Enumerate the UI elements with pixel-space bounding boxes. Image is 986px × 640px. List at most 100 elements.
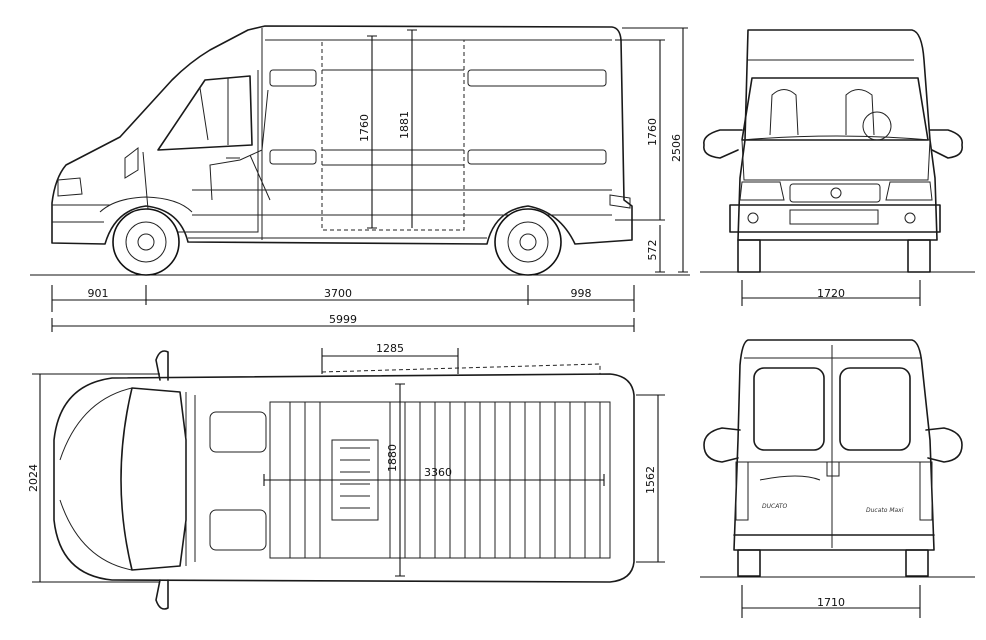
rear-badge-left: DUCATO	[762, 503, 788, 510]
label-wheelbase: 3700	[324, 287, 352, 300]
side-cab-door	[142, 70, 259, 233]
side-door-track	[322, 69, 464, 166]
side-dimensions: 1760 1881 1760 2506 572 901 3700 998 599…	[51, 27, 688, 332]
rear-lamp-left	[735, 461, 749, 521]
label-ground-to-floor: 572	[646, 240, 659, 261]
side-panel-lower-2	[467, 149, 607, 165]
side-seat	[209, 89, 271, 201]
dim-line-overall-length	[51, 318, 635, 332]
dim-line-cargo-width	[395, 383, 405, 577]
top-mirror-top	[155, 350, 169, 381]
side-rub-strip	[192, 189, 612, 216]
side-view	[30, 25, 690, 276]
rear-tyre-right	[905, 549, 929, 577]
top-view: 1285 3360 1880 1562 2024	[27, 342, 665, 610]
top-cab-roof	[185, 392, 196, 566]
dim-line-side-door-width	[321, 348, 459, 374]
top-bonnet-line	[59, 387, 133, 571]
rear-tyre-left	[737, 549, 761, 577]
dim-line-rear-track	[741, 585, 921, 618]
top-floor-panel-slots	[340, 447, 370, 509]
dim-line-wheel-arches	[636, 394, 665, 563]
front-tyre-left	[737, 239, 761, 273]
side-fender	[99, 196, 193, 213]
label-cargo-height: 1760	[646, 118, 659, 146]
rear-mirror-left	[703, 427, 741, 463]
dim-line-overall-height	[622, 27, 688, 273]
rear-view: DUCATO Ducato Maxi 1710	[700, 339, 975, 618]
side-headlight	[57, 177, 83, 197]
front-bumper	[729, 204, 941, 233]
label-interior-height-max: 1881	[398, 111, 411, 139]
top-seat-driver	[209, 411, 267, 453]
front-logo	[830, 187, 842, 199]
dim-line-interior-max	[407, 29, 417, 228]
top-seat-passenger	[209, 509, 267, 551]
front-view: 1720	[700, 29, 975, 306]
side-front-wheel	[112, 208, 180, 276]
side-cab-window	[157, 75, 253, 151]
rear-lamp-right	[919, 461, 933, 521]
front-mirror-left	[703, 129, 743, 159]
front-seat-left	[769, 89, 799, 136]
side-rear-wheel-rim	[507, 221, 549, 263]
dim-line-front-track	[741, 280, 921, 306]
rear-plate-area	[759, 475, 821, 481]
front-foglight-right	[904, 212, 916, 224]
dim-line-cargo-length	[263, 474, 605, 486]
top-mirror-bottom	[155, 579, 169, 610]
front-foglight-left	[747, 212, 759, 224]
side-mirror	[124, 146, 139, 179]
label-cargo-length: 3360	[424, 466, 452, 479]
top-windscreen	[120, 387, 187, 571]
label-rear-overhang: 998	[571, 287, 592, 300]
front-tyre-right	[907, 239, 931, 273]
rear-window-right	[839, 367, 911, 451]
front-steering-wheel	[862, 111, 892, 141]
label-front-track: 1720	[817, 287, 845, 300]
dim-line-cargo-height	[367, 35, 377, 229]
side-sliding-door	[321, 39, 465, 231]
front-seat-right	[845, 89, 875, 136]
side-cab-window-inner	[199, 78, 229, 145]
side-roof-line	[261, 28, 612, 240]
rear-mirror-right	[925, 427, 963, 463]
top-body-outline	[53, 373, 635, 583]
side-panel-upper-1	[269, 69, 317, 87]
side-bumper	[52, 204, 110, 223]
label-wheel-arches: 1562	[644, 466, 657, 494]
front-air-intake	[789, 209, 879, 225]
dim-line-cargo-height-ext	[615, 39, 665, 221]
label-front-overhang: 901	[88, 287, 109, 300]
side-front-wheel-rim	[125, 221, 167, 263]
side-rear-wheel	[494, 208, 562, 276]
front-headlight-left	[739, 181, 785, 201]
side-rear-wheel-hub	[519, 233, 537, 251]
front-body-outline	[737, 29, 938, 241]
dim-ext-lines-length	[51, 285, 635, 312]
front-bonnet	[741, 135, 931, 181]
rear-door-handle	[826, 461, 840, 477]
side-rear-lamp	[609, 194, 631, 209]
label-rear-track: 1710	[817, 596, 845, 609]
label-overall-length: 5999	[329, 313, 357, 326]
side-panel-upper-2	[467, 69, 607, 87]
label-interior-height-door: 1760	[358, 114, 371, 142]
front-headlight-right	[885, 181, 933, 201]
side-front-wheel-hub	[137, 233, 155, 251]
rear-badge-right: Ducato Maxi	[866, 507, 904, 514]
front-mirror-right	[929, 129, 964, 159]
rear-window-left	[753, 367, 825, 451]
label-cargo-width: 1880	[386, 444, 399, 472]
label-overall-width: 2024	[27, 464, 40, 492]
dim-line-overall-width	[32, 373, 160, 583]
top-sliding-door-open	[321, 363, 601, 374]
side-body-outline	[51, 25, 633, 245]
front-grille	[789, 183, 881, 203]
side-panel-lower-1	[269, 149, 317, 165]
label-side-door-width: 1285	[376, 342, 404, 355]
label-overall-height: 2506	[670, 134, 683, 162]
dim-line-ground-floor	[655, 225, 665, 273]
